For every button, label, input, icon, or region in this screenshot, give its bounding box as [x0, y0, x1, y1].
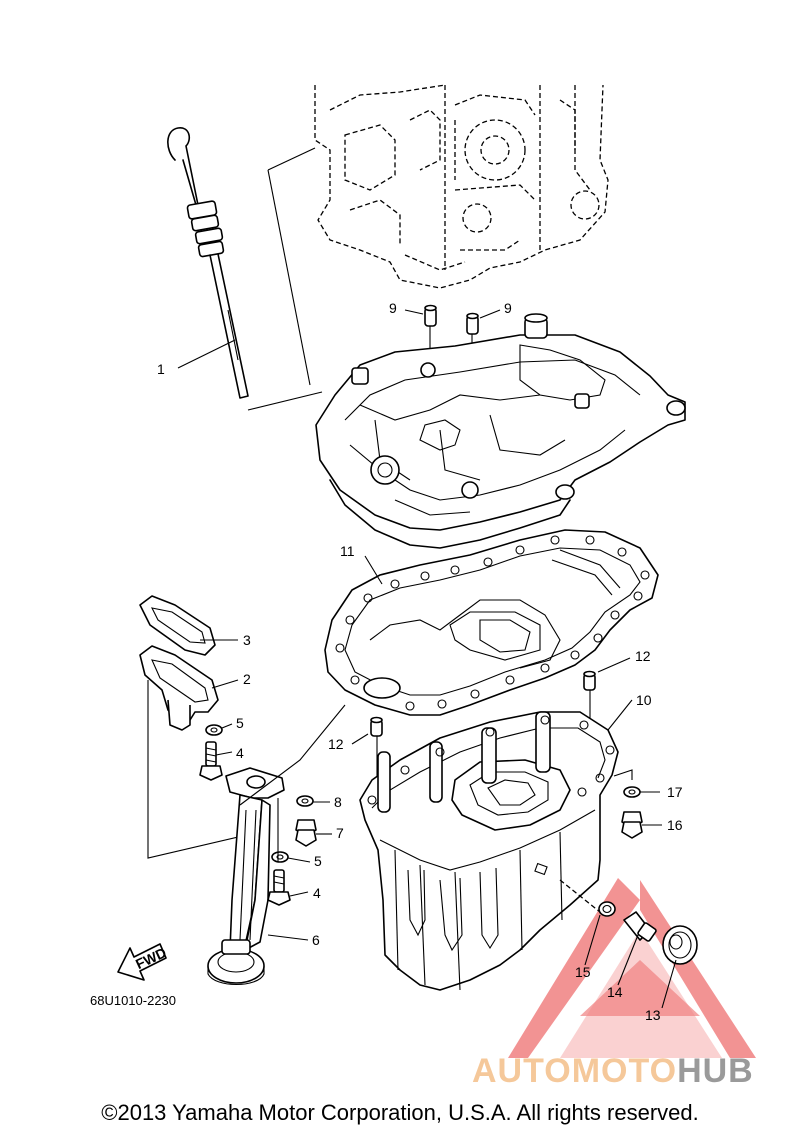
callout-9-right: 9: [504, 300, 512, 316]
callout-4-lower: 4: [313, 885, 321, 901]
callout-13: 13: [645, 1007, 661, 1023]
callout-4-upper: 4: [236, 745, 244, 761]
copyright-notice: ©2013 Yamaha Motor Corporation, U.S.A. A…: [101, 1100, 699, 1125]
washer-8: [296, 795, 314, 807]
washer-5-lower: [271, 851, 289, 863]
bolt-7: [295, 819, 317, 847]
callout-5-lower: 5: [314, 853, 322, 869]
fwd-label: FWD: [133, 944, 169, 972]
gasket-3: [139, 595, 216, 656]
bolt-4-lower: [267, 798, 291, 906]
callout-17: 17: [667, 784, 683, 800]
callout-6: 6: [312, 932, 320, 948]
fwd-arrow-icon: FWD: [117, 943, 169, 981]
drain-plug-set: [598, 901, 698, 965]
callout-10: 10: [636, 692, 652, 708]
callout-15: 15: [575, 964, 591, 980]
callout-14: 14: [607, 984, 623, 1000]
callouts: 1 2 3 4 4 5 5 6 7 8 9 9 10 11 12 12 13 1…: [157, 300, 683, 1023]
callout-2: 2: [243, 671, 251, 687]
callout-9-left: 9: [389, 300, 397, 316]
dowel-pin-12: [370, 670, 596, 790]
callout-7: 7: [336, 825, 344, 841]
callout-16: 16: [667, 817, 683, 833]
upper-case-plate: [315, 313, 686, 549]
oil-pan: [359, 711, 619, 991]
callout-12-right: 12: [635, 648, 651, 664]
strainer-cover: [139, 645, 269, 859]
watermark-part-b: HUB: [677, 1052, 754, 1090]
callout-3: 3: [243, 632, 251, 648]
washer-17: [623, 786, 641, 798]
washer-5: [205, 724, 223, 736]
dipstick-bracket: [247, 147, 323, 411]
watermark-part-a: AUTOMOTO: [472, 1052, 678, 1090]
leader-lines: [177, 309, 677, 1009]
engine-block: [314, 84, 609, 289]
bolt-4: [199, 741, 223, 781]
dipstick: [167, 127, 249, 399]
oil-strainer: [207, 704, 346, 985]
callout-12-left: 12: [328, 736, 344, 752]
watermark-logo-icon: [508, 878, 756, 1058]
callout-5-upper: 5: [236, 715, 244, 731]
callout-8: 8: [334, 794, 342, 810]
oil-pan-gasket: [324, 529, 659, 716]
watermark-text: AUTOMOTOHUB: [472, 1052, 754, 1091]
drawing-code: 68U1010-2230: [90, 993, 176, 1008]
callout-11: 11: [340, 543, 355, 559]
bolt-16: [613, 769, 643, 839]
callout-1: 1: [157, 361, 165, 377]
